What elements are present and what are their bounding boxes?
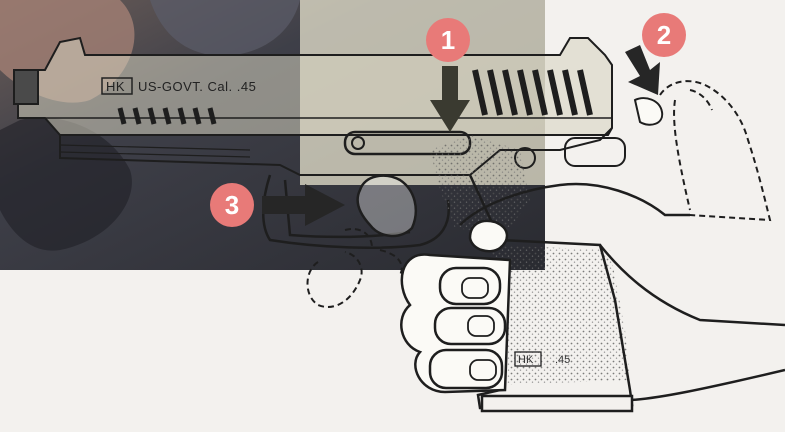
step-label-1: 1 bbox=[441, 25, 455, 55]
step-label-2: 2 bbox=[657, 20, 671, 50]
engraving-slide-marking: US-GOVT. Cal. .45 bbox=[138, 79, 256, 94]
grip-engraving-brand: HK bbox=[518, 354, 534, 366]
step-badge-1: 1 bbox=[426, 18, 470, 62]
step-badge-3: 3 bbox=[210, 183, 254, 227]
engraving-brand: HK bbox=[106, 79, 125, 94]
grip-engraving-caliber: .45 bbox=[555, 354, 570, 366]
step-label-3: 3 bbox=[225, 190, 239, 220]
step-badge-2: 2 bbox=[642, 13, 686, 57]
